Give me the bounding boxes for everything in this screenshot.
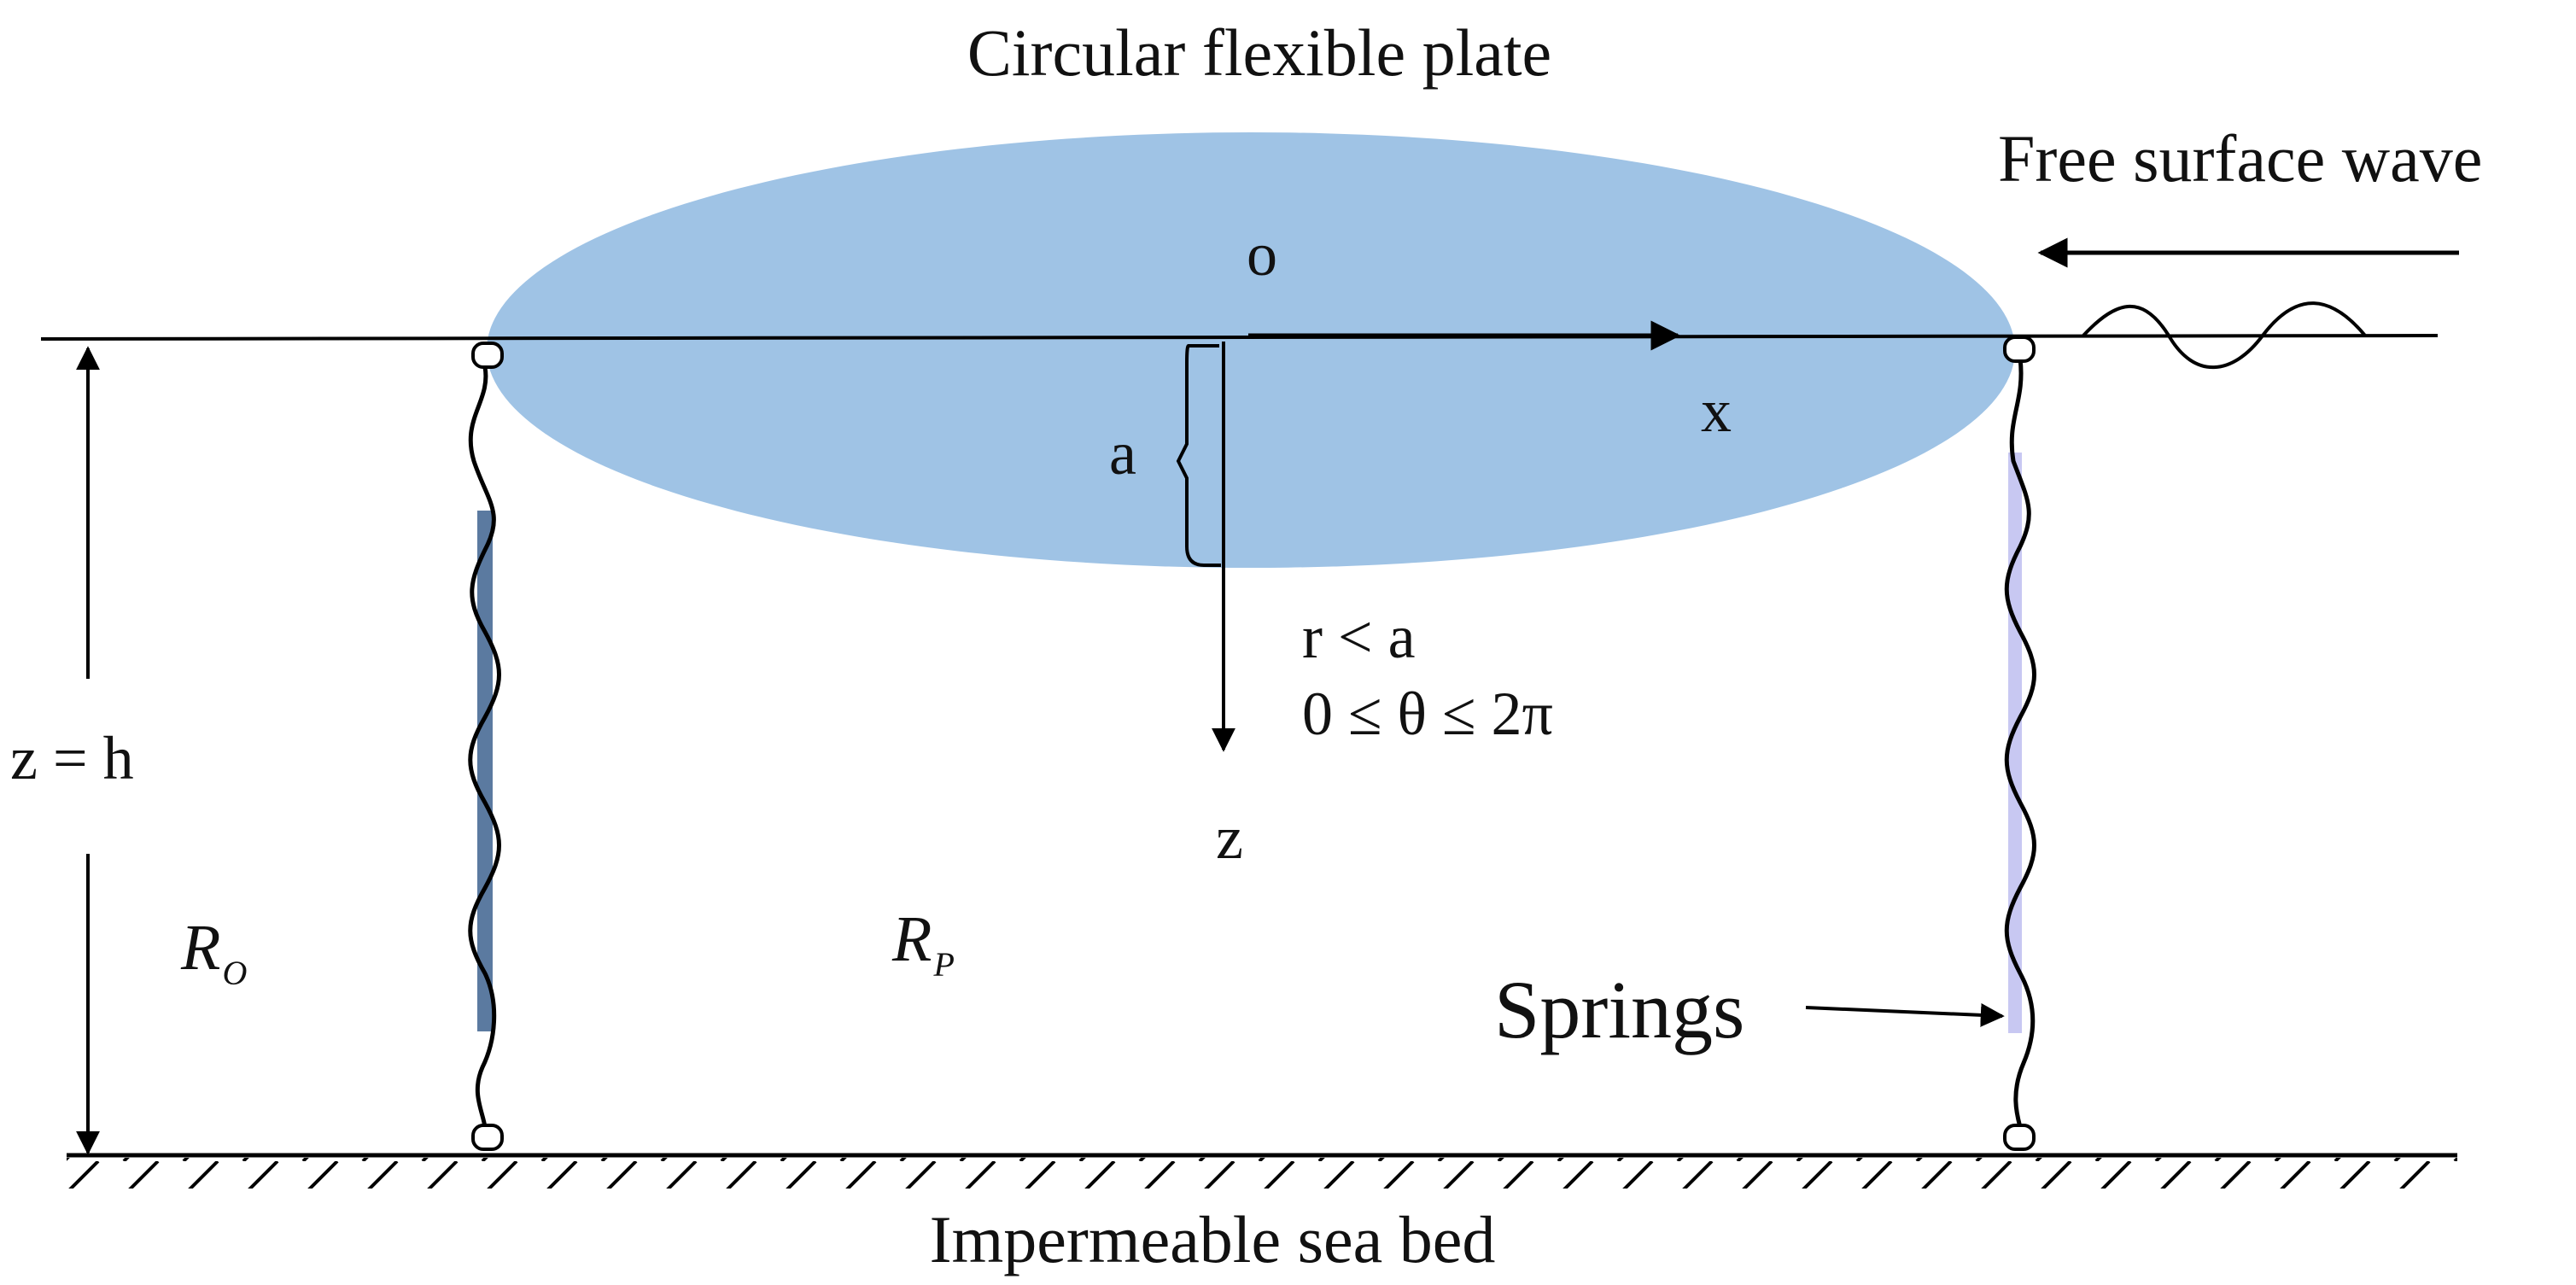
origin-label: o (1247, 220, 1277, 289)
wave-curve (2082, 301, 2367, 370)
condition-r: r < a (1302, 603, 1416, 671)
radius-brace (1176, 344, 1221, 567)
x-axis-label: x (1701, 377, 1732, 445)
seabed-hatch (67, 1158, 2457, 1189)
depth-label: z = h (10, 724, 134, 792)
region-outer-label: RO (180, 912, 247, 992)
plate-title: Circular flexible plate (967, 15, 1551, 90)
region-plate-label: RP (891, 903, 955, 984)
seabed-label: Impermeable sea bed (930, 1202, 1496, 1276)
springs-pointer-arrow (1805, 1002, 2005, 1027)
right-spring (2003, 336, 2036, 1151)
z-axis-label: z (1216, 803, 1243, 872)
left-spring (468, 342, 504, 1151)
springs-label: Springs (1494, 964, 1744, 1055)
condition-theta: 0 ≤ θ ≤ 2π (1302, 680, 1553, 748)
wave-label: Free surface wave (1998, 121, 2482, 196)
radius-label: a (1109, 419, 1136, 488)
flexible-plate (487, 132, 2015, 568)
free-surface-line (40, 334, 2439, 341)
